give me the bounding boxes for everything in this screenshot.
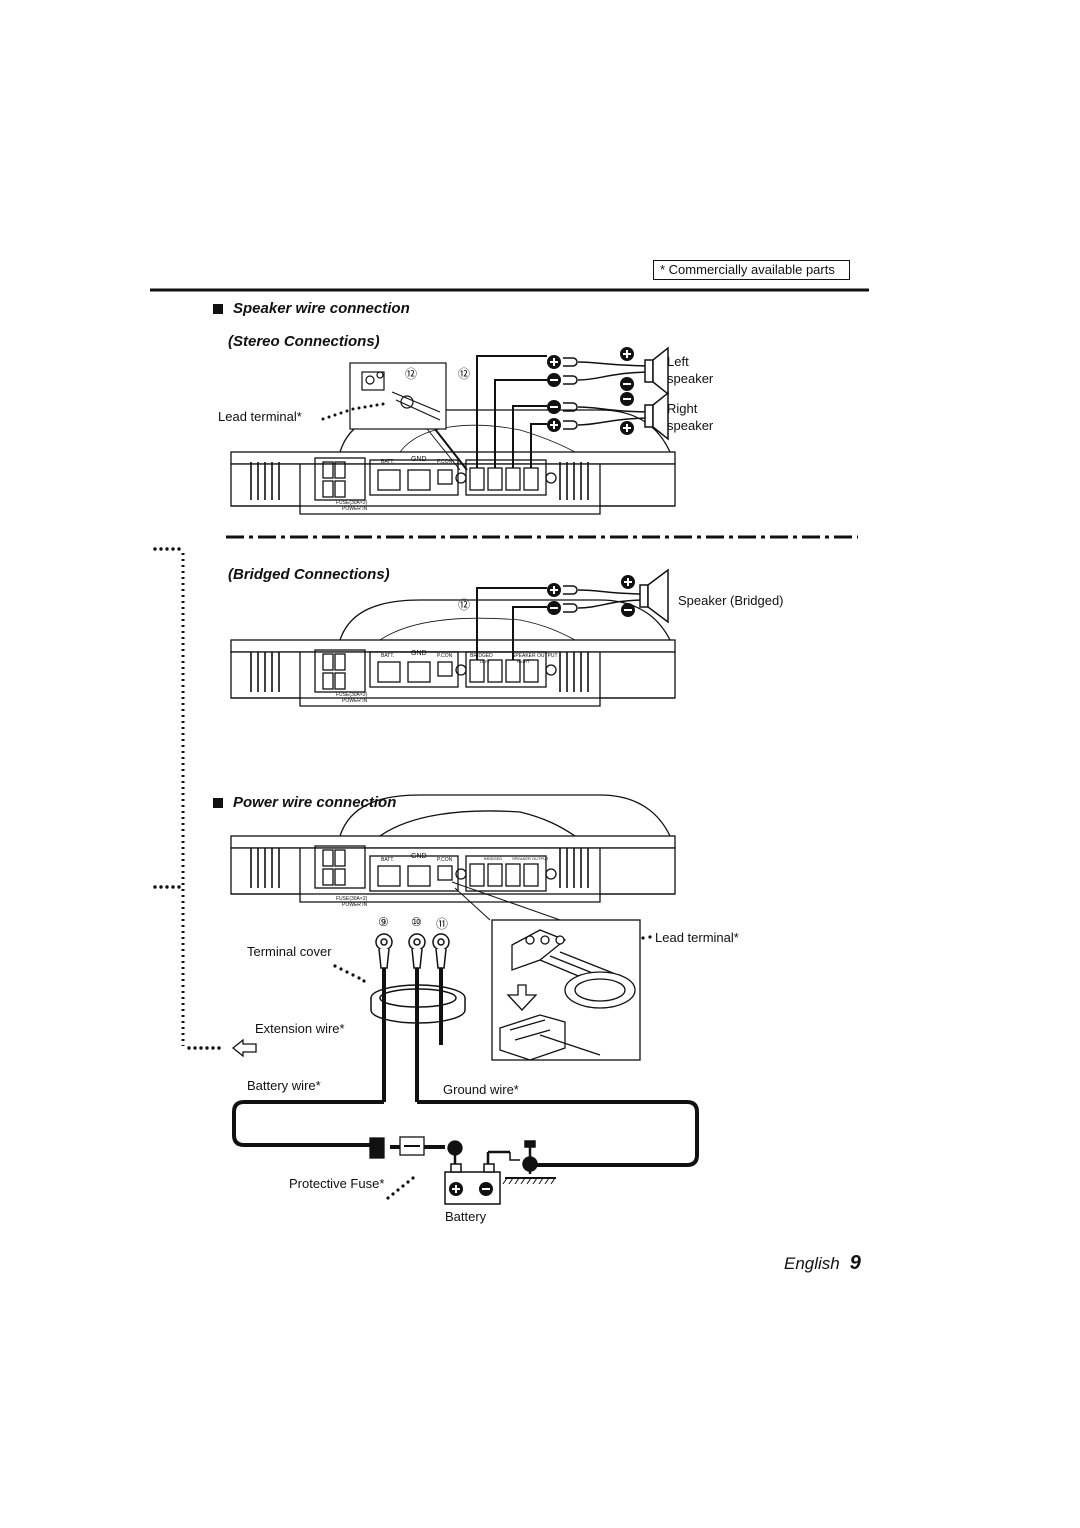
arrow-icon xyxy=(231,1038,257,1058)
plus-icon xyxy=(547,355,561,369)
speaker-wire-heading: Speaker wire connection xyxy=(213,300,410,317)
minus-icon xyxy=(547,373,561,387)
bullet-icon xyxy=(213,304,223,314)
panel-fuse-label-p: FUSE(30A×2) xyxy=(336,896,368,902)
panel-speaker-output-label-p: SPEAKER OUTPUT xyxy=(512,856,549,861)
amplifier-power xyxy=(230,794,676,903)
panel-left-label-b: LEFT xyxy=(480,659,490,664)
panel-gnd-label: GND xyxy=(411,456,427,463)
bridged-speaker-icon xyxy=(639,568,669,624)
ref-12-bridged: ⑫ xyxy=(458,598,471,612)
panel-fuse-label: FUSE(30A×2) xyxy=(336,500,368,506)
protective-fuse-label: Protective Fuse* xyxy=(289,1176,385,1191)
right-speaker-label-2: speaker xyxy=(667,418,714,433)
panel-pcon-label: P.CON xyxy=(437,459,453,465)
panel-right-label-b: RIGHT xyxy=(517,659,530,664)
panel-bridged-label-b: BRIDGED xyxy=(470,653,493,659)
ref-12-detail: ⑫ xyxy=(405,367,418,381)
lead-terminal-label-stereo: Lead terminal* xyxy=(218,409,302,424)
panel-gnd-label-b: GND xyxy=(411,650,427,657)
speaker-bridged-label: Speaker (Bridged) xyxy=(678,593,784,608)
panel-pcon-label-b: P.CON xyxy=(437,653,453,659)
minus-icon xyxy=(547,601,561,615)
amplifier-bridged xyxy=(230,599,676,707)
ground-icon xyxy=(502,1140,556,1185)
panel-power-in-label-p: POWER IN xyxy=(342,902,368,908)
ref-10: ⑩ xyxy=(411,915,422,929)
left-speaker-icon xyxy=(644,346,669,396)
stereo-connections-heading: (Stereo Connections) xyxy=(228,333,380,350)
panel-pcon-label-p: P.CON xyxy=(437,857,453,863)
bullet-icon xyxy=(213,798,223,808)
panel-gnd-label-p: GND xyxy=(411,853,427,860)
plus-icon xyxy=(547,583,561,597)
extension-wire-label: Extension wire* xyxy=(255,1021,345,1036)
left-speaker-label-2: speaker xyxy=(667,371,714,386)
lead-terminal-label-power: Lead terminal* xyxy=(655,930,739,945)
fuse-icon xyxy=(369,1136,463,1159)
ring-terminals xyxy=(375,933,450,969)
panel-batt-label-b: BATT. xyxy=(381,653,395,659)
left-speaker-label-1: Left xyxy=(667,354,689,369)
amplifier-stereo xyxy=(230,409,676,515)
panel-fuse-label-b: FUSE(30A×2) xyxy=(336,692,368,698)
power-terminal-detail xyxy=(491,919,641,1061)
panel-power-in-label-b: POWER IN xyxy=(342,698,368,704)
plus-icon xyxy=(547,418,561,432)
right-speaker-icon xyxy=(644,391,669,441)
ground-wire-label: Ground wire* xyxy=(443,1082,519,1097)
battery-label: Battery xyxy=(445,1209,487,1224)
footer-language: English xyxy=(784,1254,840,1273)
panel-bridged-label-p: BRIDGED xyxy=(484,856,503,861)
bridged-connections-heading: (Bridged Connections) xyxy=(228,566,390,583)
panel-batt-label-p: BATT. xyxy=(381,857,395,863)
commercially-available-note: * Commercially available parts xyxy=(653,260,850,280)
ref-11: ⑪ xyxy=(436,917,449,931)
ref-9: ⑨ xyxy=(378,915,389,929)
power-wire-heading: Power wire connection xyxy=(213,794,396,811)
minus-icon xyxy=(547,400,561,414)
panel-speaker-output-label-b: SPEAKER OUTPUT xyxy=(512,653,558,659)
panel-power-in-label: POWER IN xyxy=(342,506,368,512)
panel-batt-label: BATT. xyxy=(381,459,395,465)
battery-wire-label: Battery wire* xyxy=(247,1078,321,1093)
ref-12-stereo: ⑫ xyxy=(458,367,471,381)
page-footer: English 9 xyxy=(784,1252,861,1275)
battery-icon xyxy=(444,1150,510,1205)
page-number: 9 xyxy=(849,1252,861,1274)
terminal-cover-label: Terminal cover xyxy=(247,944,332,959)
right-speaker-label-1: Right xyxy=(667,401,698,416)
